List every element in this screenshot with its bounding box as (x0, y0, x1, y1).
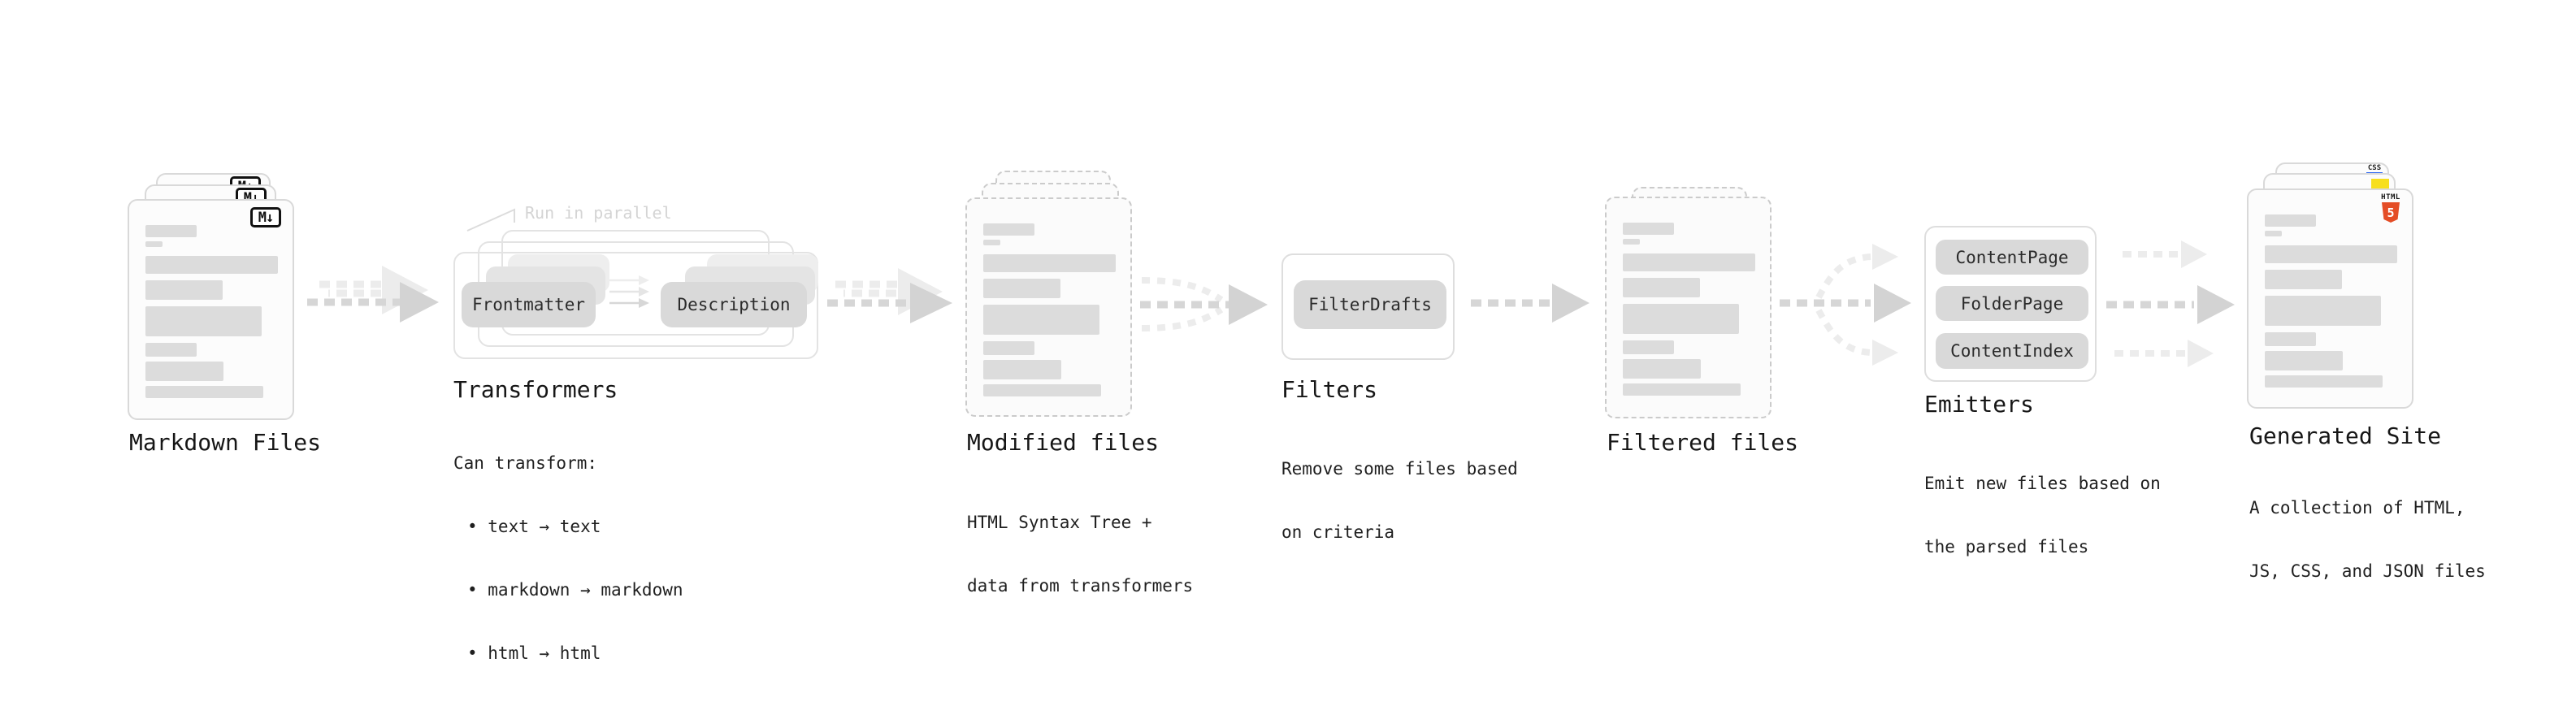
skeleton-bar (983, 254, 1116, 272)
emitters-box: ContentPage FolderPage ContentIndex (1924, 226, 2097, 382)
desc-line: Can transform: (453, 453, 598, 473)
skeleton-bar (983, 384, 1101, 396)
contentindex-pill: ContentIndex (1936, 333, 2088, 369)
doc-card (1605, 197, 1772, 418)
skeleton-bar (2265, 351, 2343, 370)
modified-files-title: Modified files (967, 429, 1160, 456)
css-badge-label: CSS (2367, 164, 2382, 172)
desc-line: JS, CSS, and JSON files (2249, 561, 2486, 581)
skeleton-bar (2265, 375, 2383, 388)
frontmatter-pill: Frontmatter (462, 282, 596, 327)
skeleton-bar (145, 343, 197, 357)
skeleton-bar (983, 223, 1034, 236)
skeleton-bar (983, 240, 1000, 245)
doc-skeleton (129, 201, 293, 418)
skeleton-bar (2265, 245, 2397, 263)
pipeline-diagram: M↓ M↓ M↓ Markdown Files Run in parallel … (128, 162, 2486, 663)
skeleton-bar (1623, 383, 1741, 396)
doc-card: HTML 5 (2247, 188, 2413, 409)
run-in-parallel-callout-line (466, 208, 515, 232)
skeleton-bar (1623, 304, 1739, 334)
bullet-item: • text → text (467, 517, 601, 536)
skeleton-bar (145, 241, 163, 247)
transformers-group: Frontmatter Description (453, 230, 818, 359)
filters-desc: Remove some files based on criteria (1281, 416, 1518, 585)
filters-title: Filters (1281, 376, 1378, 403)
desc-line: HTML Syntax Tree + (967, 513, 1152, 532)
contentpage-pill: ContentPage (1936, 240, 2088, 275)
filtered-files-stack (1605, 187, 1772, 418)
bullet-item: • html → html (467, 643, 601, 663)
skeleton-bar (2265, 231, 2282, 236)
markdown-files-stack: M↓ M↓ M↓ (128, 173, 294, 420)
description-pill: Description (661, 282, 807, 327)
skeleton-bar (2265, 214, 2316, 227)
skeleton-bar (1623, 359, 1701, 379)
desc-line: on criteria (1281, 522, 1395, 542)
desc-line: Remove some files based (1281, 459, 1518, 479)
skeleton-bar (1623, 253, 1755, 271)
skeleton-bar (2265, 332, 2316, 346)
doc-card (965, 197, 1132, 417)
skeleton-bar (145, 256, 278, 274)
arrow-modified-to-filters (1140, 277, 1268, 331)
flow-arrows (307, 208, 2235, 367)
generated-site-stack: CSS HTML 5 (2247, 162, 2413, 409)
desc-line: A collection of HTML, (2249, 498, 2465, 518)
html5-badge-label: HTML (2381, 193, 2400, 201)
skeleton-bar (145, 225, 197, 237)
skeleton-bar (145, 306, 262, 336)
skeleton-bar (145, 362, 223, 381)
doc-skeleton (967, 199, 1130, 415)
emitters-title: Emitters (1924, 391, 2034, 418)
skeleton-bar (983, 360, 1061, 379)
folderpage-pill: FolderPage (1936, 286, 2088, 321)
filterdrafts-pill: FilterDrafts (1294, 280, 1446, 329)
desc-line: data from transformers (967, 576, 1194, 596)
transformer-box (453, 252, 818, 359)
markdown-icon: M↓ (250, 207, 281, 227)
generated-site-desc: A collection of HTML, JS, CSS, and JSON … (2249, 455, 2486, 624)
doc-skeleton (1607, 198, 1770, 417)
arrow-filters-to-filtered (1471, 284, 1589, 323)
html5-shield: 5 (2382, 202, 2400, 223)
transformers-desc: Can transform: • text → text • markdown … (453, 410, 683, 706)
modified-files-stack (965, 171, 1132, 417)
desc-line: the parsed files (1924, 537, 2089, 557)
html5-badge-icon: HTML 5 (2381, 194, 2400, 223)
doc-card: M↓ (128, 199, 294, 420)
arrow-emitters-to-generated (2106, 240, 2235, 367)
filters-box: FilterDrafts (1281, 253, 1455, 360)
arrow-markdown-to-transformers (307, 266, 439, 323)
js-badge-icon (2371, 179, 2389, 188)
skeleton-bar (983, 305, 1099, 335)
modified-files-desc: HTML Syntax Tree + data from transformer… (967, 470, 1193, 639)
transformers-title: Transformers (453, 376, 618, 403)
emitters-desc: Emit new files based on the parsed files (1924, 431, 2161, 600)
run-in-parallel-label: Run in parallel (525, 203, 672, 223)
transformer-parallel-arrows (609, 275, 649, 308)
skeleton-bar (2265, 270, 2342, 289)
skeleton-bar (145, 386, 263, 398)
skeleton-bar (983, 341, 1034, 355)
desc-line: Emit new files based on (1924, 474, 2161, 493)
generated-site-title: Generated Site (2249, 422, 2442, 449)
skeleton-bar (983, 279, 1060, 298)
skeleton-bar (1623, 223, 1674, 235)
arrow-filtered-to-emitters (1780, 244, 1911, 366)
skeleton-bar (145, 280, 223, 300)
bullet-item: • markdown → markdown (467, 580, 683, 600)
skeleton-bar (1623, 340, 1674, 354)
html5-number: 5 (2387, 205, 2395, 220)
doc-skeleton (2249, 190, 2412, 407)
filtered-files-title: Filtered files (1607, 429, 1799, 456)
skeleton-bar (2265, 296, 2381, 326)
arrow-transformers-to-modified (827, 268, 952, 323)
markdown-files-title: Markdown Files (129, 429, 322, 456)
skeleton-bar (1623, 278, 1700, 297)
skeleton-bar (1623, 239, 1640, 245)
